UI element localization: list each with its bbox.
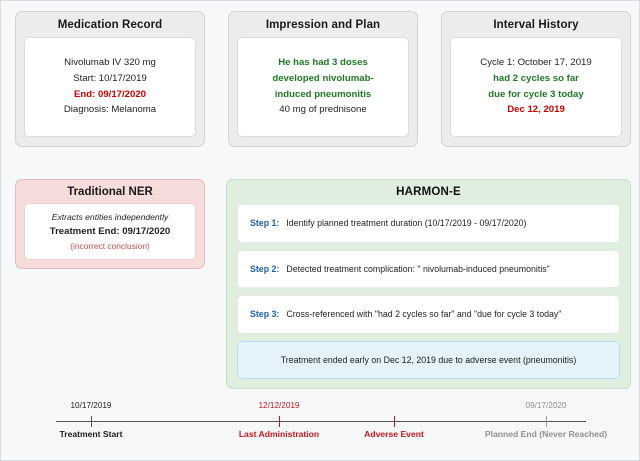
record-line-highlight: induced pneumonitis bbox=[274, 88, 372, 100]
panel-title: Traditional NER bbox=[67, 186, 153, 198]
source-card-impression-and-plan: Impression and Plan He has had 3 doses d… bbox=[228, 11, 418, 147]
card-body: Nivolumab IV 320 mg Start: 10/17/2019 En… bbox=[24, 37, 196, 137]
harmon-step-2: Step 2: Detected treatment complication:… bbox=[237, 249, 620, 288]
source-card-medication-record: Medication Record Nivolumab IV 320 mg St… bbox=[15, 11, 205, 147]
record-line-highlight: End: 09/17/2020 bbox=[74, 88, 146, 100]
timeline-date-planned-end: 09/17/2020 bbox=[525, 401, 567, 410]
timeline-tick-last-administration bbox=[279, 416, 280, 427]
record-line-highlight: had 2 cycles so far bbox=[493, 72, 579, 84]
record-line-highlight: developed nivolumab- bbox=[272, 72, 374, 84]
step-text: Cross-referenced with "had 2 cycles so f… bbox=[286, 309, 562, 320]
step-text: Identify planned treatment duration (10/… bbox=[286, 218, 527, 229]
panel-body: Extracts entities independently Treatmen… bbox=[24, 203, 196, 260]
timeline-label-adverse-event: Adverse Event bbox=[364, 429, 424, 439]
timeline-tick-treatment-start bbox=[91, 416, 92, 427]
step-label: Step 2: bbox=[250, 263, 280, 274]
step-label: Step 1: bbox=[250, 218, 280, 229]
timeline-date-last-administration: 12/12/2019 bbox=[258, 401, 300, 410]
record-line: Diagnosis: Melanoma bbox=[63, 104, 157, 116]
harmon-e-panel: HARMON-E Step 1: Identify planned treatm… bbox=[226, 179, 631, 389]
card-body: He has had 3 doses developed nivolumab- … bbox=[237, 37, 409, 137]
harmon-step-3: Step 3: Cross-referenced with "had 2 cyc… bbox=[237, 295, 620, 334]
timeline-label-treatment-start: Treatment Start bbox=[59, 429, 123, 439]
card-title: Interval History bbox=[493, 19, 579, 31]
step-label: Step 3: bbox=[250, 309, 280, 320]
card-title: Medication Record bbox=[57, 19, 163, 31]
ner-subtitle: Extracts entities independently bbox=[51, 212, 169, 222]
timeline-axis-line bbox=[56, 421, 586, 422]
harmon-conclusion: Treatment ended early on Dec 12, 2019 du… bbox=[237, 340, 620, 379]
timeline-label-last-administration: Last Administration bbox=[238, 429, 320, 439]
timeline-tick-adverse-event bbox=[394, 416, 395, 427]
source-cards-row: Medication Record Nivolumab IV 320 mg St… bbox=[15, 11, 631, 147]
record-line: Start: 10/17/2019 bbox=[73, 72, 147, 84]
traditional-ner-panel: Traditional NER Extracts entities indepe… bbox=[15, 179, 205, 269]
record-line: 40 mg of prednisone bbox=[279, 104, 367, 116]
record-line: Nivolumab IV 320 mg bbox=[64, 57, 156, 69]
harmon-step-1: Step 1: Identify planned treatment durat… bbox=[237, 204, 620, 243]
record-line-highlight: He has had 3 doses bbox=[278, 57, 368, 69]
record-line-highlight: due for cycle 3 today bbox=[488, 88, 584, 100]
record-line-highlight: Dec 12, 2019 bbox=[507, 104, 565, 116]
timeline-date-treatment-start: 10/17/2019 bbox=[70, 401, 112, 410]
harmon-steps-list: Step 1: Identify planned treatment durat… bbox=[237, 204, 620, 379]
timeline-label-planned-end: Planned End (Never Reached) bbox=[484, 429, 608, 439]
card-title: Impression and Plan bbox=[265, 19, 381, 31]
card-body: Cycle 1: October 17, 2019 had 2 cycles s… bbox=[450, 37, 622, 137]
timeline-tick-planned-end bbox=[546, 416, 547, 427]
step-text: Detected treatment complication: " nivol… bbox=[286, 263, 550, 274]
record-line: Cycle 1: October 17, 2019 bbox=[480, 57, 592, 69]
ner-note: (incorrect conclusion) bbox=[70, 241, 150, 251]
ner-result: Treatment End: 09/17/2020 bbox=[49, 226, 171, 237]
source-card-interval-history: Interval History Cycle 1: October 17, 20… bbox=[441, 11, 631, 147]
panel-title: HARMON-E bbox=[396, 186, 461, 198]
treatment-timeline: 10/17/2019 Treatment Start 12/12/2019 La… bbox=[1, 399, 640, 459]
